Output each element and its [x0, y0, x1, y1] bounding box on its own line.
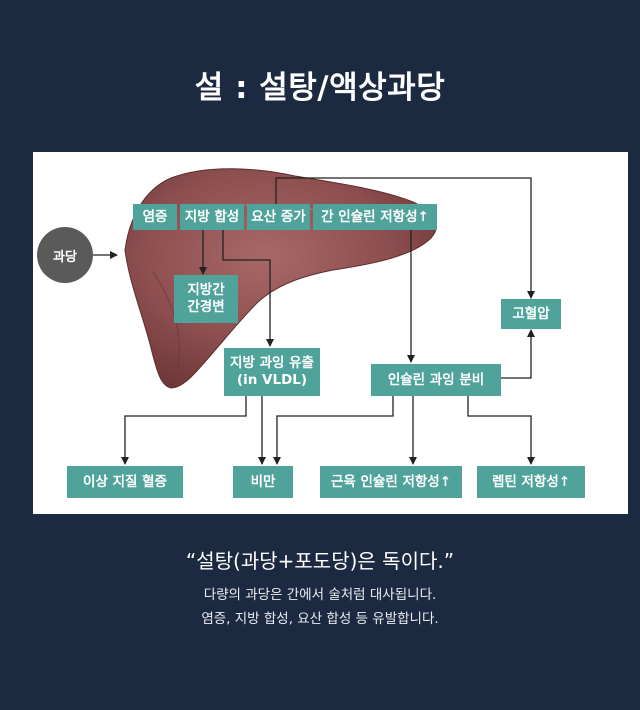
uric-acid-box: 요산 증가	[247, 204, 310, 230]
description-line-1: 다량의 과당은 간에서 술처럼 대사됩니다.	[203, 587, 437, 603]
fatty-liver-box: 지방간 간경변	[174, 275, 238, 323]
hypertension-box: 고혈압	[501, 299, 561, 329]
vldl-label-2: (in VLDL)	[236, 372, 308, 388]
cirrhosis-label: 간경변	[187, 299, 225, 315]
muscle-insulin-resistance-box: 근육 인슐린 저항성↑	[320, 466, 462, 498]
liver-insulin-resistance-box: 간 인슐린 저항성↑	[313, 204, 437, 230]
quote: “설탕(과당+포도당)은 독이다.”	[185, 549, 455, 573]
lipogenesis-box: 지방 합성	[180, 204, 244, 230]
obesity-box: 비만	[233, 466, 293, 498]
leptin-resistance-box: 렙틴 저항성↑	[477, 466, 585, 498]
vldl-label-1: 지방 과잉 유출	[230, 355, 314, 372]
fructose-input-node: 과당	[37, 227, 93, 283]
connector-lines	[93, 177, 535, 465]
inflammation-box: 염증	[133, 204, 177, 230]
page-title: 설 : 설탕/액상과당	[194, 70, 446, 106]
insulin-oversecretion-box: 인슐린 과잉 분비	[371, 364, 501, 396]
fatty-liver-label: 지방간	[187, 282, 225, 299]
dyslipidemia-box: 이상 지질 혈증	[67, 466, 183, 498]
description-line-2: 염증, 지방 합성, 요산 합성 등 유발합니다.	[201, 611, 439, 627]
vldl-efflux-box: 지방 과잉 유출 (in VLDL)	[224, 348, 320, 396]
diagram-panel: 과당 염증 지방 합성 요산 증가 간 인슐린 저항성↑ 지방간 간경변 고혈압…	[33, 152, 628, 514]
